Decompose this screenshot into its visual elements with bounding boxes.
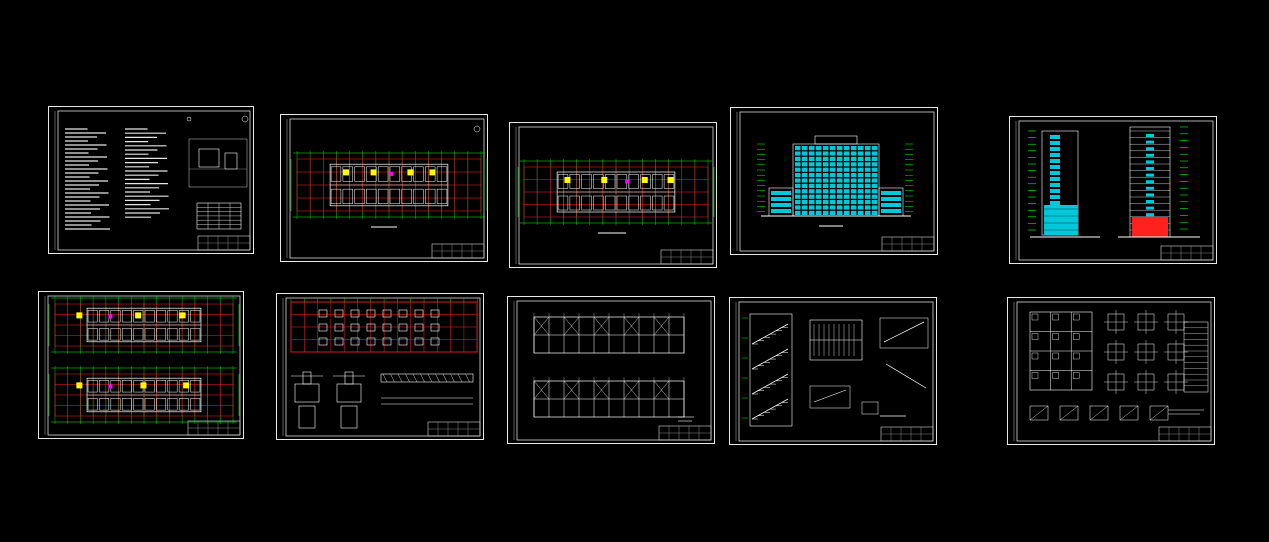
node-details-drawing	[1013, 301, 1212, 442]
floor-plan-a-drawing	[286, 118, 488, 259]
drawing-sheet-structural-layout[interactable]	[507, 296, 715, 444]
drawing-sheet-front-elevation[interactable]	[730, 107, 938, 255]
drawing-sheet-design-notes[interactable]	[48, 106, 254, 254]
front-elevation-drawing	[736, 111, 935, 252]
drawing-sheet-foundation-plan[interactable]	[276, 293, 484, 440]
drawing-sheet-node-details[interactable]	[1007, 297, 1215, 445]
stair-detail-drawing	[735, 301, 934, 442]
design-notes-drawing	[54, 110, 251, 251]
drawing-sheet-floor-plan-a[interactable]	[280, 114, 488, 262]
side-elevation-drawing	[1015, 120, 1214, 261]
foundation-plan-drawing	[282, 297, 481, 437]
drawing-sheet-stair-detail[interactable]	[729, 297, 937, 445]
drawing-sheet-side-elevation[interactable]	[1009, 116, 1217, 264]
structural-layout-drawing	[513, 300, 712, 441]
drawing-sheet-double-floor-plan[interactable]	[38, 291, 244, 439]
double-floor-plan-drawing	[44, 295, 241, 436]
floor-plan-b-drawing	[515, 126, 715, 265]
drawing-sheet-floor-plan-b[interactable]	[509, 122, 717, 268]
